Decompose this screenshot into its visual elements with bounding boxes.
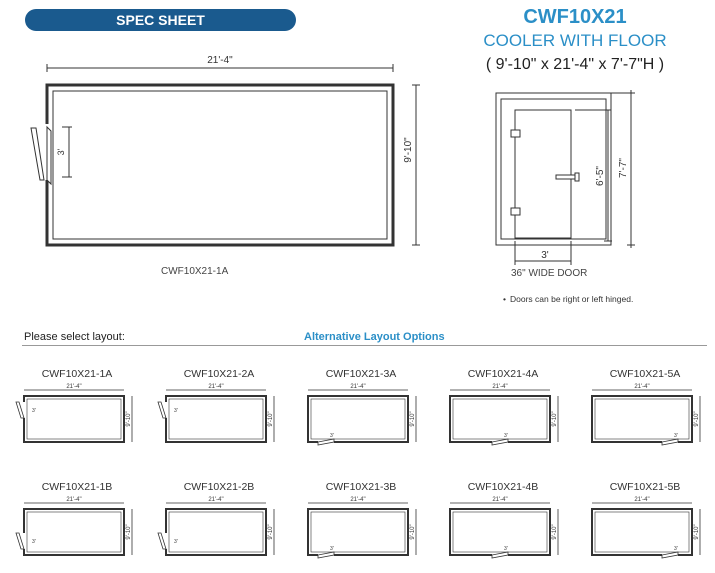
layout-option-name: CWF10X21-3B (325, 481, 397, 493)
layout-option-cwf10x21-1b[interactable]: CWF10X21-1B 21'-4" 9'-10" 3' (12, 481, 142, 561)
layout-option-name: CWF10X21-3A (325, 368, 397, 380)
layout-thumbnail: 21'-4" 9'-10" 3' (307, 497, 417, 559)
layout-thumbnail: 21'-4" 9'-10" 3' (307, 384, 417, 446)
layout-option-name: CWF10X21-5A (609, 368, 681, 380)
layout-thumbnail: 21'-4" 9'-10" 3' (157, 384, 275, 443)
plan-depth-label: 9'-10" (403, 137, 414, 163)
thumb-depth-label: 9'-10" (126, 411, 132, 426)
thumb-door-label: 3' (330, 546, 334, 552)
door-swing (317, 438, 335, 446)
door-swing (157, 532, 167, 550)
layout-thumbnail: 21'-4" 9'-10" 3' (15, 497, 133, 556)
thumb-door-label: 3' (32, 539, 36, 545)
layout-option-cwf10x21-5b[interactable]: CWF10X21-5B 21'-4" 9'-10" 3' (580, 481, 710, 561)
thumb-width-label: 21'-4" (634, 497, 649, 503)
alternative-layouts-heading: Alternative Layout Options (304, 331, 445, 343)
layout-option-cwf10x21-5a[interactable]: CWF10X21-5A 21'-4" 9'-10" 3' (580, 368, 710, 448)
select-layout-label: Please select layout: (24, 331, 125, 343)
thumb-door-label: 3' (174, 539, 178, 545)
thumb-depth-label: 9'-10" (410, 411, 416, 426)
thumb-depth-label: 9'-10" (268, 411, 274, 426)
product-subtitle: COOLER WITH FLOOR (483, 31, 667, 50)
model-title: CWF10X21 (523, 6, 627, 28)
layout-option-cwf10x21-2b[interactable]: CWF10X21-2B 21'-4" 9'-10" 3' (154, 481, 284, 561)
thumb-width-label: 21'-4" (66, 497, 81, 503)
door-swing (15, 532, 25, 550)
layout-thumbnail: 21'-4" 9'-10" 3' (15, 384, 133, 443)
thumb-width-label: 21'-4" (350, 497, 365, 503)
thumb-walls (165, 395, 267, 443)
door-caption: 36" WIDE DOOR (511, 268, 588, 279)
layout-option-cwf10x21-3a[interactable]: CWF10X21-3A 21'-4" 9'-10" 3' (296, 368, 426, 448)
floor-plan (30, 64, 420, 247)
door-swing (15, 401, 25, 419)
thumb-width-label: 21'-4" (492, 384, 507, 390)
layout-option-name: CWF10X21-4A (467, 368, 539, 380)
layout-option-cwf10x21-4a[interactable]: CWF10X21-4A 21'-4" 9'-10" 3' (438, 368, 568, 448)
thumb-walls (591, 395, 693, 443)
thumb-walls (307, 395, 409, 443)
layout-option-cwf10x21-1a[interactable]: CWF10X21-1A 21'-4" 9'-10" 3' (12, 368, 142, 448)
thumb-door-label: 3' (174, 408, 178, 414)
thumb-width-label: 21'-4" (492, 497, 507, 503)
thumb-door-label: 3' (504, 433, 508, 439)
thumb-depth-label: 9'-10" (552, 524, 558, 539)
thumb-walls (449, 508, 551, 556)
layout-option-name: CWF10X21-2B (183, 481, 255, 493)
thumb-walls (165, 508, 267, 556)
thumb-width-label: 21'-4" (350, 384, 365, 390)
door-width-label: 3' (541, 250, 549, 261)
thumb-depth-label: 9'-10" (268, 524, 274, 539)
thumb-walls (23, 508, 125, 556)
plan-layout-name: CWF10X21-1A (161, 266, 229, 277)
layout-thumbnail: 21'-4" 9'-10" 3' (157, 497, 275, 556)
thumb-width-label: 21'-4" (208, 497, 223, 503)
door-swing (491, 551, 509, 559)
thumb-door-label: 3' (674, 433, 678, 439)
thumb-depth-label: 9'-10" (694, 524, 700, 539)
thumb-width-label: 21'-4" (66, 384, 81, 390)
thumb-door-label: 3' (674, 546, 678, 552)
layout-option-name: CWF10X21-4B (467, 481, 539, 493)
thumb-walls (23, 395, 125, 443)
layout-option-cwf10x21-3b[interactable]: CWF10X21-3B 21'-4" 9'-10" 3' (296, 481, 426, 561)
layout-option-cwf10x21-2a[interactable]: CWF10X21-2A 21'-4" 9'-10" 3' (154, 368, 284, 448)
layout-option-cwf10x21-4b[interactable]: CWF10X21-4B 21'-4" 9'-10" 3' (438, 481, 568, 561)
door-swing (661, 551, 679, 559)
thumb-door-label: 3' (504, 546, 508, 552)
thumb-walls (591, 508, 693, 556)
product-dimensions: ( 9'-10" x 21'-4" x 7'-7"H ) (485, 56, 665, 73)
layout-thumbnail: 21'-4" 9'-10" 3' (591, 384, 701, 446)
door-swing (491, 438, 509, 446)
layout-option-name: CWF10X21-2A (183, 368, 255, 380)
door-swing (157, 401, 167, 419)
layout-option-name: CWF10X21-5B (609, 481, 681, 493)
door-swing (317, 551, 335, 559)
thumb-depth-label: 9'-10" (552, 411, 558, 426)
layout-option-name: CWF10X21-1B (41, 481, 113, 493)
section-divider (22, 345, 707, 346)
thumb-door-label: 3' (32, 408, 36, 414)
thumb-walls (449, 395, 551, 443)
height-label: 7'-7" (618, 158, 629, 178)
layout-thumbnail: 21'-4" 9'-10" 3' (591, 497, 701, 559)
layout-thumbnail: 21'-4" 9'-10" 3' (449, 384, 559, 446)
thumb-door-label: 3' (330, 433, 334, 439)
layout-option-name: CWF10X21-1A (41, 368, 113, 380)
thumb-walls (307, 508, 409, 556)
front-elevation (495, 90, 635, 265)
plan-width-label: 21'-4" (207, 55, 233, 66)
layout-thumbnail: 21'-4" 9'-10" 3' (449, 497, 559, 559)
thumb-depth-label: 9'-10" (126, 524, 132, 539)
spec-sheet-banner: SPEC SHEET (25, 9, 296, 31)
thumb-depth-label: 9'-10" (694, 411, 700, 426)
thumb-width-label: 21'-4" (634, 384, 649, 390)
thumb-depth-label: 9'-10" (410, 524, 416, 539)
door-swing (661, 438, 679, 446)
thumb-width-label: 21'-4" (208, 384, 223, 390)
hinge-note: Doors can be right or left hinged. (503, 294, 633, 304)
door-height-label: 6'-5" (595, 166, 606, 186)
plan-door-label: 3' (56, 148, 66, 155)
